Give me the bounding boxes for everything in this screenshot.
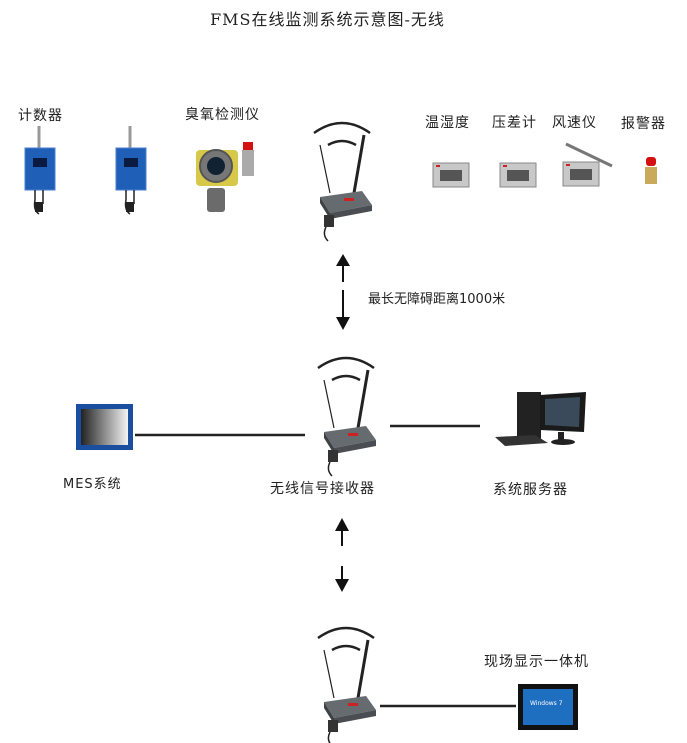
label-temp-humidity: 温湿度 <box>425 115 470 131</box>
label-mes: MES系统 <box>63 477 122 492</box>
alarm-device <box>645 157 657 184</box>
server-computer <box>495 392 586 446</box>
counter-device-2 <box>114 124 148 216</box>
label-ozone-detector: 臭氧检测仪 <box>185 107 260 123</box>
mes-monitor <box>76 404 133 450</box>
screen-windows-text: Windows 7 <box>530 700 563 707</box>
temp-humidity-meter <box>432 162 470 188</box>
distance-note: 最长无障碍距离1000米 <box>368 292 506 307</box>
label-pressure: 压差计 <box>492 115 537 131</box>
label-wind-speed: 风速仪 <box>552 115 597 131</box>
wireless-transmitter-top <box>312 121 374 243</box>
label-alarm: 报警器 <box>621 116 666 132</box>
wireless-receiver <box>316 356 378 478</box>
label-server: 系统服务器 <box>493 482 568 498</box>
label-counter: 计数器 <box>18 108 63 124</box>
diagram-title: FMS在线监测系统示意图-无线 <box>210 10 445 29</box>
link-arrows-bottom <box>335 518 349 592</box>
label-field-display: 现场显示一体机 <box>484 654 589 670</box>
counter-device-1 <box>23 124 57 216</box>
link-arrows-top <box>336 254 350 330</box>
ozone-detector <box>196 142 254 212</box>
wireless-transmitter-bottom <box>316 626 378 743</box>
field-display-panel <box>518 684 578 730</box>
wind-speed-meter <box>562 142 613 187</box>
pressure-meter <box>499 162 537 188</box>
label-receiver: 无线信号接收器 <box>270 481 375 497</box>
